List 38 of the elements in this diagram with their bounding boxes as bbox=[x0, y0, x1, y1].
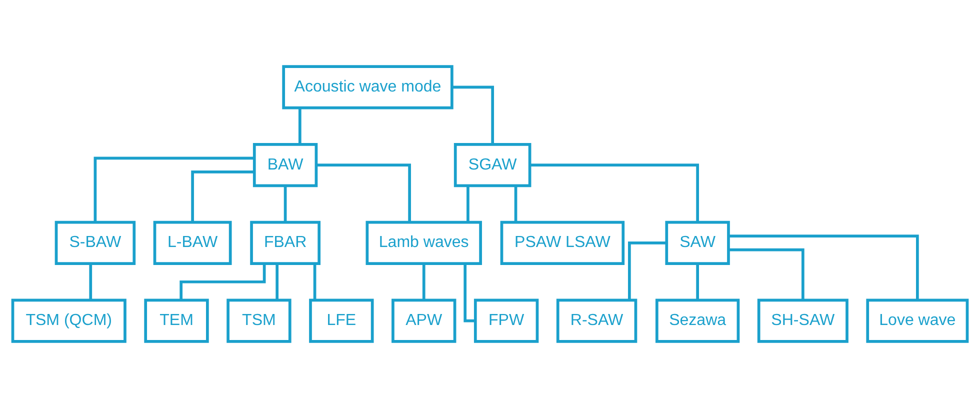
connector bbox=[452, 85, 494, 144]
connector bbox=[464, 263, 476, 322]
connector bbox=[180, 263, 266, 300]
connector bbox=[276, 263, 279, 300]
node-box: SH-SAW bbox=[757, 298, 848, 342]
node-box: BAW bbox=[252, 142, 318, 187]
node-box: APW bbox=[392, 298, 456, 342]
connector bbox=[298, 108, 302, 144]
connector bbox=[284, 185, 287, 222]
node-box: SAW bbox=[665, 220, 730, 264]
node-box: S-BAW bbox=[54, 220, 136, 264]
connector bbox=[94, 156, 254, 222]
node-box: TSM bbox=[226, 298, 292, 342]
connector bbox=[628, 241, 666, 300]
connector bbox=[728, 234, 919, 300]
connector bbox=[422, 263, 426, 300]
node-box: TEM bbox=[144, 298, 209, 342]
node-box: FPW bbox=[474, 298, 539, 342]
node-box: R-SAW bbox=[556, 298, 638, 342]
connector bbox=[696, 263, 699, 300]
node-box: Lamb waves bbox=[366, 220, 482, 264]
connector bbox=[728, 248, 804, 300]
node-box: Sezawa bbox=[655, 298, 740, 342]
node-box: Acoustic wave mode bbox=[282, 64, 454, 109]
connector bbox=[466, 185, 470, 222]
node-box: Love wave bbox=[866, 298, 969, 342]
node-box: FBAR bbox=[250, 220, 321, 264]
connector bbox=[313, 263, 316, 300]
node-box: L-BAW bbox=[153, 220, 232, 264]
node-box: SGAW bbox=[454, 142, 532, 187]
connector bbox=[89, 263, 92, 300]
connector bbox=[530, 163, 699, 222]
connector bbox=[191, 170, 254, 222]
connector bbox=[316, 163, 411, 222]
node-box: PSAW LSAW bbox=[500, 220, 625, 264]
connector bbox=[514, 185, 518, 222]
node-box: TSM (QCM) bbox=[11, 298, 126, 342]
node-box: LFE bbox=[309, 298, 374, 342]
